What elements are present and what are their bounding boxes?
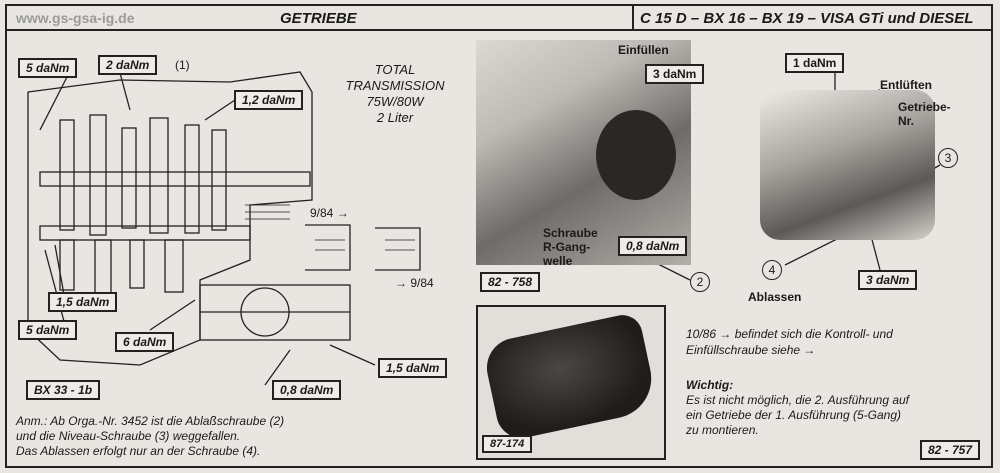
info-line: 10/86 → befindet sich die Kontroll- und bbox=[686, 327, 893, 341]
important-note: Wichtig: Es ist nicht möglich, die 2. Au… bbox=[686, 378, 909, 438]
important-line: Es ist nicht möglich, die 2. Ausführung … bbox=[686, 393, 910, 407]
note-text: Anm.: Ab Orga.-Nr. 3452 ist die Ablaßsch… bbox=[16, 414, 284, 459]
screw-line: R-Gang- bbox=[543, 240, 591, 254]
callout-number: 2 bbox=[690, 272, 710, 292]
torque-label: 2 daNm bbox=[98, 55, 158, 75]
screw-line: Schraube bbox=[543, 226, 598, 240]
torque-label: 6 daNm bbox=[115, 332, 175, 352]
drain-label: Ablassen bbox=[748, 290, 802, 304]
gearbox-number-label: Getriebe- Nr. bbox=[898, 100, 951, 128]
note-line: Anm.: Ab Orga.-Nr. 3452 ist die Ablaßsch… bbox=[16, 414, 285, 428]
torque-label: 1,5 daNm bbox=[48, 292, 118, 312]
cover-photo bbox=[481, 311, 659, 443]
screw-line: welle bbox=[543, 254, 573, 268]
gearbox-number-line: Nr. bbox=[898, 114, 915, 128]
oil-line: TRANSMISSION bbox=[345, 78, 445, 93]
note-line: und die Niveau-Schraube (3) weggefallen. bbox=[16, 429, 241, 443]
info-line: Einfüllschraube siehe → bbox=[686, 343, 816, 357]
site-url: www.gs-gsa-ig.de bbox=[16, 10, 135, 26]
torque-label: 1,5 daNm bbox=[378, 358, 448, 378]
oil-line: TOTAL bbox=[374, 62, 416, 77]
header-divider bbox=[5, 29, 993, 31]
figure-reference: 82 - 758 bbox=[480, 272, 541, 292]
figure-reference: 82 - 757 bbox=[920, 440, 981, 460]
gearbox-number-line: Getriebe- bbox=[898, 100, 951, 114]
oil-line: 2 Liter bbox=[376, 110, 414, 125]
torque-label: 3 daNm bbox=[645, 64, 705, 84]
cover-photo-frame: 87-174 bbox=[476, 305, 666, 460]
torque-label: 3 daNm bbox=[858, 270, 918, 290]
screw-label: Schraube R-Gang- welle bbox=[543, 226, 598, 268]
important-line: zu montieren. bbox=[686, 423, 759, 437]
oil-line: 75W/80W bbox=[366, 94, 424, 109]
torque-label: 0,8 daNm bbox=[272, 380, 342, 400]
torque-label: 1,2 daNm bbox=[234, 90, 304, 110]
torque-label: 1 daNm bbox=[785, 53, 845, 73]
callout-number: 4 bbox=[762, 260, 782, 280]
torque-label: 5 daNm bbox=[18, 320, 78, 340]
page-frame bbox=[5, 4, 993, 468]
header-separator bbox=[632, 4, 634, 31]
fill-label: Einfüllen bbox=[618, 43, 669, 57]
note-line: Das Ablassen erfolgt nur an der Schraube… bbox=[16, 444, 261, 458]
page-title: GETRIEBE bbox=[280, 10, 357, 27]
vent-label: Entlüften bbox=[880, 78, 932, 92]
callout-number: 3 bbox=[938, 148, 958, 168]
oil-spec: TOTAL TRANSMISSION 75W/80W 2 Liter bbox=[330, 62, 460, 126]
important-heading: Wichtig: bbox=[686, 378, 734, 392]
figure-reference: 87-174 bbox=[482, 435, 533, 453]
gearbox-photo-right bbox=[760, 90, 935, 240]
cover-photo-detail bbox=[596, 110, 676, 200]
important-line: ein Getriebe der 1. Ausführung (5-Gang) bbox=[686, 408, 902, 422]
info-text: 10/86 → befindet sich die Kontroll- und … bbox=[686, 326, 893, 358]
models-heading: C 15 D – BX 16 – BX 19 – VISA GTi und DI… bbox=[640, 10, 974, 27]
torque-label: 0,8 daNm bbox=[618, 236, 688, 256]
torque-label: 5 daNm bbox=[18, 58, 78, 78]
figure-reference: BX 33 - 1b bbox=[26, 380, 101, 400]
date-note: → 9/84 bbox=[395, 276, 434, 290]
reference-number: (1) bbox=[175, 58, 190, 72]
date-note: 9/84 → bbox=[310, 206, 349, 220]
